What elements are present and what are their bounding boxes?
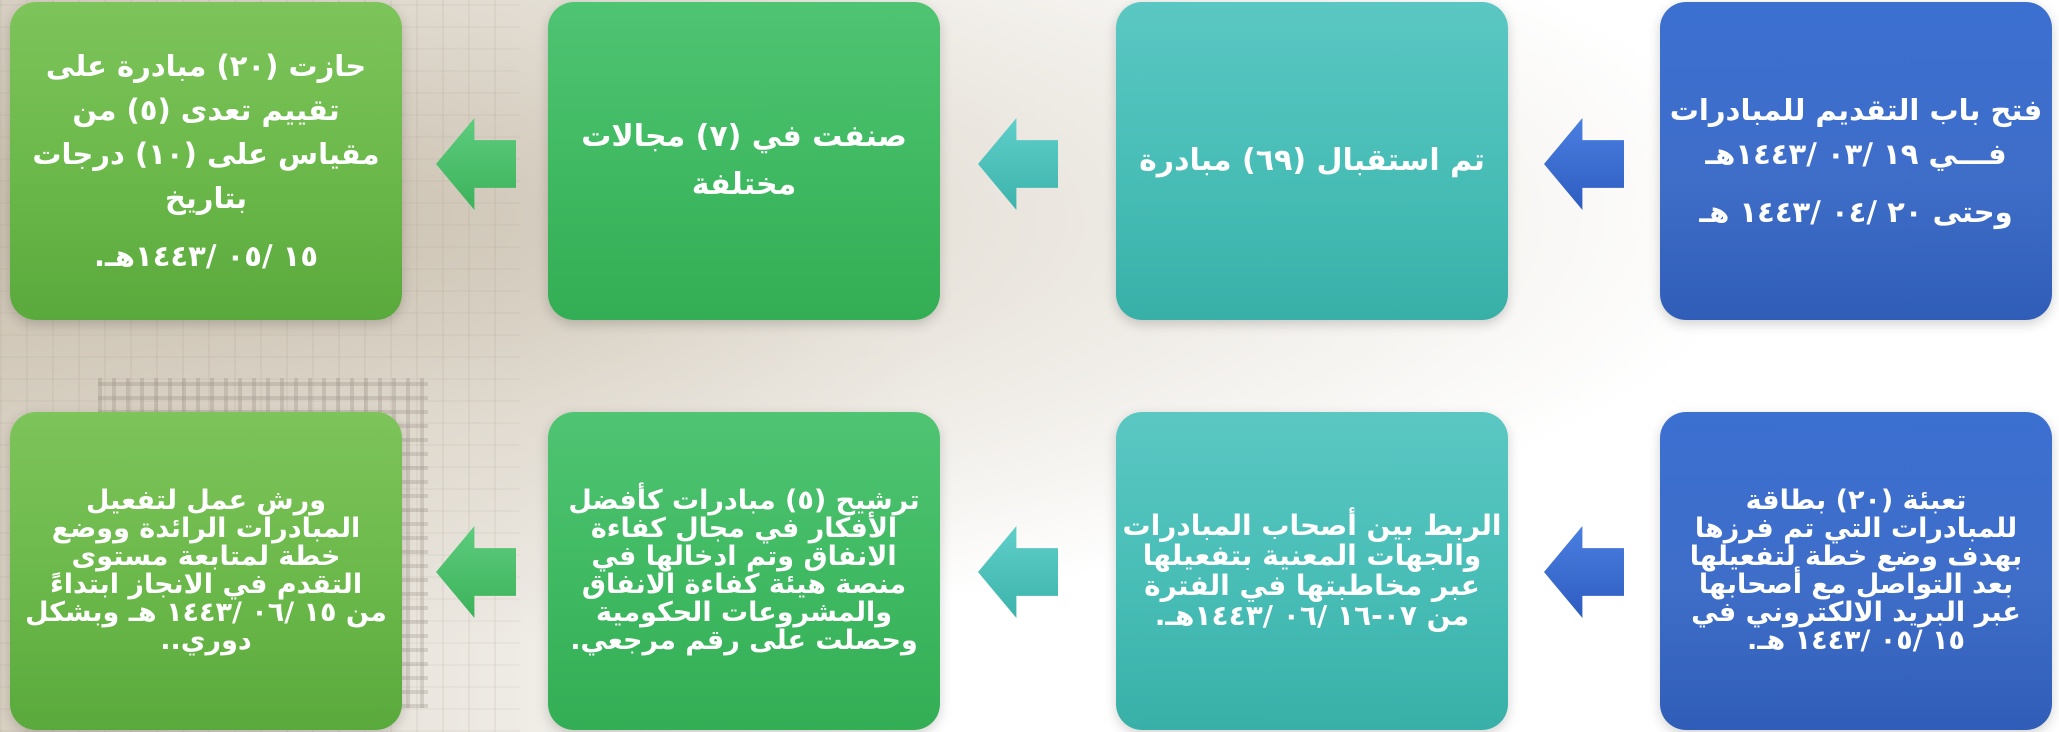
arrow-left-icon <box>978 526 1058 618</box>
row2-step4-line1: ورش عمل لتفعيل <box>86 485 326 516</box>
row2-step1-line4: بعد التواصل مع أصحابها <box>1698 569 2014 600</box>
row2-step3-line6: وحصلت على رقم مرجعي. <box>570 625 918 656</box>
arrow-left-icon <box>978 118 1058 210</box>
row1-step1-box: فتح باب التقديم للمبادرات فـــي ١٩ /٠٣ /… <box>1660 2 2052 320</box>
row2-step1-box: تعبئة (٢٠) بطاقة للمبادرات التي تم فرزها… <box>1660 412 2052 730</box>
row1-step4-box: حازت (٢٠) مبادرة على تقييم تعدى (٥) من م… <box>10 2 402 320</box>
row2-step4-line2: المبادرات الرائدة ووضع <box>51 513 361 544</box>
row2-step2-line2: والجهات المعنية بتفعيلها <box>1142 539 1482 572</box>
row1-step3-line2: مختلفة <box>691 167 797 202</box>
arrow-left-icon <box>1544 118 1624 210</box>
row2-step4-line3: خطة لمتابعة مستوى <box>71 541 341 572</box>
row2-step1-line2: للمبادرات التي تم فرزها <box>1694 513 2018 544</box>
row1-step4-line1: حازت (٢٠) مبادرة على <box>45 49 367 83</box>
arrow-left-icon <box>1544 526 1624 618</box>
row2-step4-line4: التقدم في الانجاز ابتداءً <box>49 569 363 600</box>
row2-step1-line6: ١٥ /٠٥ /١٤٤٣ هـ. <box>1747 625 1965 656</box>
row1-step1-line1: فتح باب التقديم للمبادرات <box>1669 93 2043 127</box>
row1-step4-line3: مقياس على (١٠) درجات <box>32 137 380 171</box>
row2-step3-line5: والمشروعات الحكومية <box>595 597 893 628</box>
row2-step1-line5: عبر البريد الالكتروني في <box>1691 597 2021 628</box>
row2-step2-box: الربط بين أصحاب المبادرات والجهات المعني… <box>1116 412 1508 730</box>
row2-step4-line6: دوري.. <box>160 625 252 656</box>
row1-step1-line3: وحتى ٢٠ /٠٤ /١٤٤٣ هـ <box>1699 195 2013 229</box>
row2-step2-line3: عبر مخاطبتها في الفترة <box>1144 569 1480 602</box>
row2-step1-line3: بهدف وضع خطة لتفعيلها <box>1689 541 2023 572</box>
row2-step3-line4: منصة هيئة كفاءة الانفاق <box>581 569 907 600</box>
row2-step3-line1: ترشيح (٥) مبادرات كأفضل <box>568 485 920 516</box>
row1-step2-line1: تم استقبال (٦٩) مبادرة <box>1139 143 1485 178</box>
row1-step2-box: تم استقبال (٦٩) مبادرة <box>1116 2 1508 320</box>
row1-step3-line1: صنفت في (٧) مجالات <box>581 119 907 154</box>
row2-step1-line1: تعبئة (٢٠) بطاقة <box>1745 485 1967 516</box>
row2-step3-box: ترشيح (٥) مبادرات كأفضل الأفكار في مجال … <box>548 412 940 730</box>
row2-step2-line4: من ٠٧-١٦ /٠٦ /١٤٤٣هـ. <box>1154 599 1470 632</box>
row1-step3-box: صنفت في (٧) مجالات مختلفة <box>548 2 940 320</box>
row1-step1-line2: فـــي ١٩ /٠٣ /١٤٤٣هـ <box>1705 137 2007 171</box>
row1-step4-line2: تقييم تعدى (٥) من <box>72 93 340 127</box>
row1-step4-line4: بتاريخ <box>164 181 248 215</box>
row2-step4-line5: من ١٥ /٠٦ /١٤٤٣ هـ وبشكل <box>25 597 387 628</box>
row2-step3-line2: الأفكار في مجال كفاءة <box>590 513 898 544</box>
row2-step2-line1: الربط بين أصحاب المبادرات <box>1122 509 1502 542</box>
row1-step4-line5: ١٥ /٠٥ /١٤٤٣هـ. <box>93 239 319 273</box>
row2-step3-line3: الانفاق وتم ادخالها في <box>591 541 897 572</box>
row2-step4-box: ورش عمل لتفعيل المبادرات الرائدة ووضع خط… <box>10 412 402 730</box>
